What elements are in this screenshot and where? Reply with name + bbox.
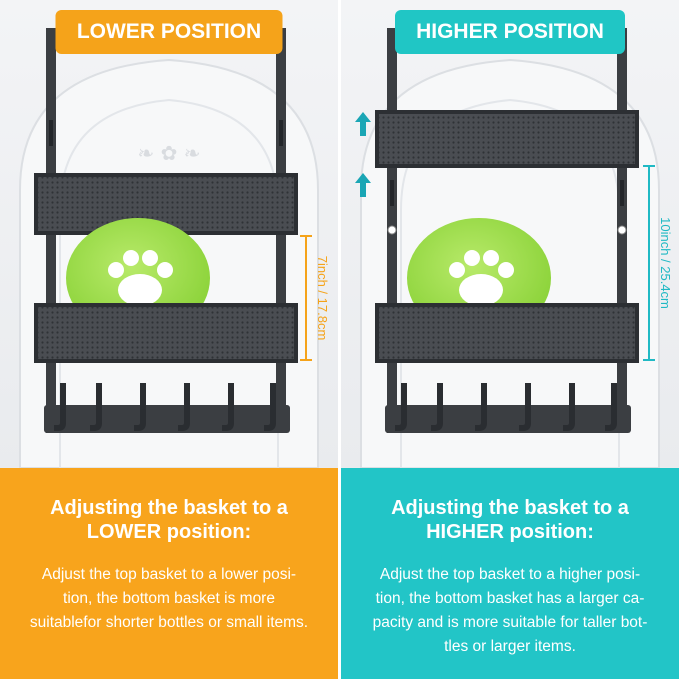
- lower-position-info: Adjusting the basket to a LOWER position…: [0, 468, 338, 679]
- organizer-illustration-lower: ❧ ✿ ❧: [19, 28, 330, 468]
- lower-position-photo: ❧ ✿ ❧: [0, 0, 338, 468]
- up-arrow-icon: [355, 112, 371, 197]
- higher-position-info: Adjusting the basket to a HIGHER positio…: [341, 468, 679, 679]
- lower-description-line: suitablefor shorter bottles or small ite…: [29, 614, 309, 631]
- higher-description: Adjust the top basket to a higher posi- …: [341, 563, 679, 659]
- lower-description: Adjust the top basket to a lower posi- t…: [0, 563, 338, 635]
- higher-position-panel: 10inch / 25.4cm HIGHER POSITION Adjustin…: [341, 0, 679, 679]
- lower-heading-line2: LOWER position:: [86, 521, 252, 543]
- lower-heading-line1: Adjusting the basket to a: [50, 497, 288, 519]
- lower-position-badge: LOWER POSITION: [55, 10, 283, 54]
- hook-icon: [54, 383, 276, 431]
- higher-heading-line2: HIGHER position:: [426, 521, 594, 543]
- paw-print-icon: [108, 250, 173, 306]
- lower-description-line: tion, the bottom basket is more: [63, 590, 275, 607]
- higher-position-photo: 10inch / 25.4cm HIGHER POSITION: [341, 0, 679, 468]
- higher-description-line: Adjust the top basket to a higher posi-: [379, 566, 641, 583]
- higher-description-line: tion, the bottom basket has a larger ca-: [375, 590, 645, 607]
- higher-description-line: tles or larger items.: [444, 638, 576, 655]
- lower-measurement-label: 7inch / 17.8cm: [315, 256, 330, 341]
- panel-divider: [338, 0, 341, 679]
- higher-heading-line1: Adjusting the basket to a: [391, 497, 629, 519]
- higher-measurement-label: 10inch / 25.4cm: [658, 217, 673, 309]
- organizer-illustration-higher: 10inch / 25.4cm: [355, 28, 673, 468]
- lower-position-panel: ❧ ✿ ❧: [0, 0, 338, 679]
- higher-description-line: pacity and is more suitable for taller b…: [372, 614, 648, 631]
- lower-heading: Adjusting the basket to a LOWER position…: [0, 496, 338, 544]
- higher-position-badge: HIGHER POSITION: [395, 10, 625, 54]
- svg-text:❧ ✿ ❧: ❧ ✿ ❧: [138, 141, 201, 165]
- higher-heading: Adjusting the basket to a HIGHER positio…: [341, 496, 679, 544]
- lower-description-line: Adjust the top basket to a lower posi-: [41, 566, 297, 583]
